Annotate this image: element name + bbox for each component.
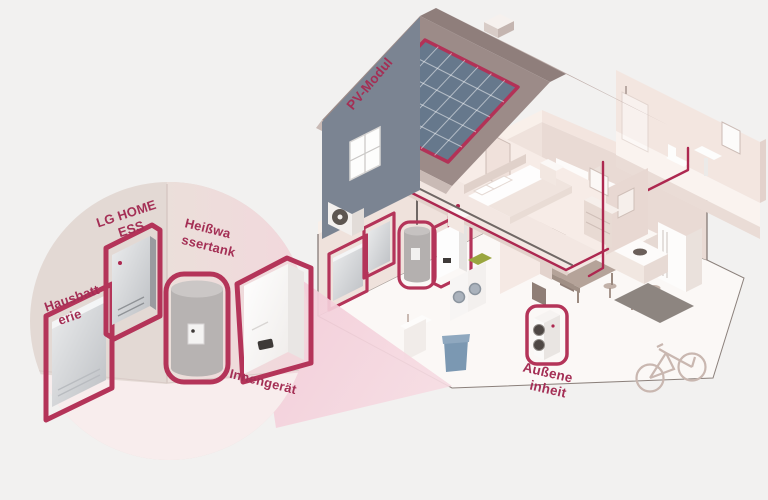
heating-pipe — [587, 160, 605, 278]
bathroom — [616, 70, 766, 239]
trash-can — [442, 334, 470, 372]
utility-sink — [400, 314, 432, 361]
outdoor-unit-device — [525, 304, 569, 366]
water-tank-small — [397, 220, 437, 290]
home-ess-small — [362, 211, 396, 280]
rug — [614, 283, 694, 323]
bathroom-sink — [694, 146, 722, 160]
home-ess-device — [103, 222, 163, 342]
outdoor-fan-unit — [328, 202, 364, 236]
mirror — [721, 121, 741, 155]
utility-room — [327, 197, 492, 372]
washer-dryer — [450, 253, 492, 321]
indoor-unit-device — [234, 255, 314, 385]
laundry-basket — [468, 253, 492, 265]
window — [349, 125, 381, 182]
nightstand — [540, 159, 564, 186]
home-battery-label-line2: erie — [56, 306, 84, 328]
chimney — [484, 14, 514, 38]
gable-wall — [322, 17, 420, 239]
bicycle — [635, 343, 707, 393]
shower — [621, 91, 649, 153]
home-battery-device — [43, 281, 115, 423]
fridge — [658, 222, 686, 292]
home-battery-small — [327, 233, 369, 312]
magnifier-circle: LG HOME ESS Hausbatt erie Heißwa ssertan… — [30, 182, 314, 460]
water-tank-device — [163, 271, 231, 385]
